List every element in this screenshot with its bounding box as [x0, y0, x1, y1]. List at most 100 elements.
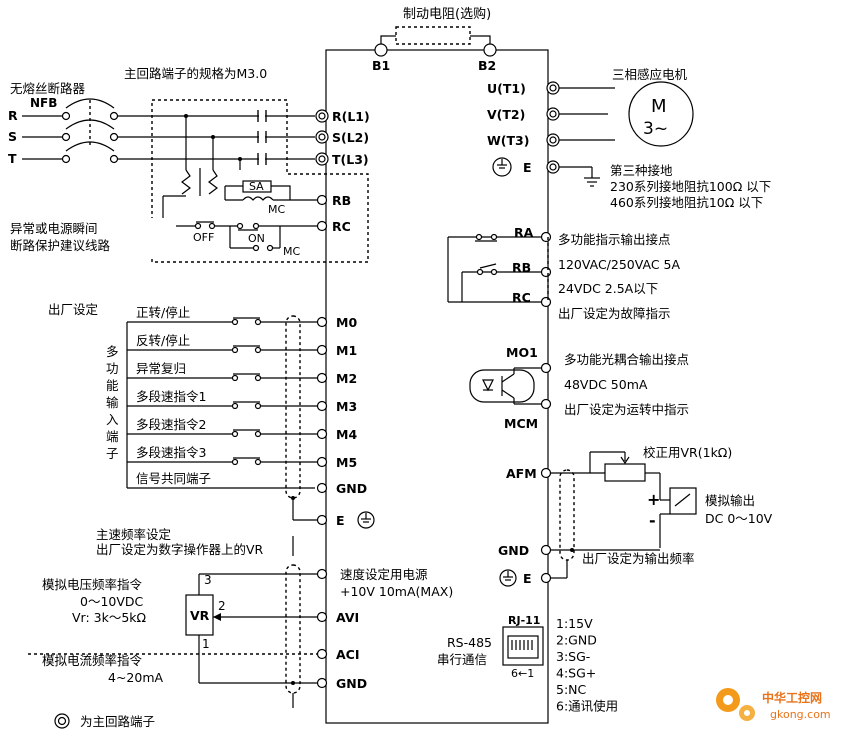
input-terminal	[316, 372, 328, 384]
drive-body	[325, 49, 549, 724]
mo1-label: MO1	[506, 345, 538, 360]
grounding-title: 第三种接地	[610, 163, 673, 178]
relay-output: RA RB RC 多功能指示输出接点 120VAC/250VAC 5A 24VD…	[447, 225, 680, 321]
rc-label: RC	[332, 219, 351, 234]
relay-rb-label: RB	[512, 260, 531, 275]
earth-symbol	[492, 157, 512, 177]
off-label: OFF	[193, 231, 214, 244]
analog-shield	[559, 469, 575, 561]
calibration-vr	[604, 463, 646, 482]
motor-symbol	[628, 81, 694, 147]
vertical-label-char: 功	[106, 361, 119, 376]
vertical-label-char: 子	[106, 446, 119, 461]
mc-coil-label: MC	[268, 203, 285, 216]
comm-section: RJ-11 6←1 RS-485 串行通信 1:15V2:GND3:SG-4:S…	[437, 614, 618, 714]
b2-terminal	[483, 43, 497, 57]
vr-box-label: VR	[190, 608, 210, 623]
input-terminal	[316, 400, 328, 412]
input-terminal	[316, 316, 328, 328]
input-gnd-terminal	[316, 482, 328, 494]
afm-terminal	[540, 467, 552, 479]
vertical-label-char: 多	[106, 344, 119, 359]
relay-line3: 24VDC 2.5A以下	[558, 281, 658, 296]
mo1-terminal	[540, 362, 552, 374]
photo-line3: 出厂设定为运转中指示	[564, 402, 689, 417]
phase-s: S	[8, 129, 17, 144]
on-label: ON	[248, 232, 265, 245]
vr-label: 校正用VR(1kΩ)	[643, 445, 732, 460]
b1-label: B1	[372, 58, 390, 73]
common-terminal-label: 信号共同端子	[136, 471, 211, 486]
grounding-line1: 230系列接地阻抗100Ω 以下	[610, 179, 771, 194]
input-terminal	[316, 456, 328, 468]
grounding-note: 第三种接地 230系列接地阻抗100Ω 以下 460系列接地阻抗10Ω 以下	[610, 163, 771, 210]
current-range: 4~20mA	[108, 670, 164, 685]
voltage-range: 0～10VDC	[80, 594, 144, 609]
relay-rc-label: RC	[512, 290, 531, 305]
grounding-line2: 460系列接地阻抗10Ω 以下	[610, 195, 763, 210]
spec-note: 主回路端子的规格为M3.0	[124, 66, 267, 81]
supply-terminal	[316, 568, 328, 580]
photo-line2: 48VDC 50mA	[564, 377, 648, 392]
afm-label: AFM	[506, 466, 537, 481]
comm-pin: 6:通讯使用	[556, 699, 618, 714]
mc-contact-label: MC	[283, 245, 300, 258]
brake-resistor: 制动电阻(选购) B1 B2	[372, 6, 497, 73]
speed-line1: 主速频率设定	[96, 527, 171, 542]
brake-resistor-box	[395, 26, 471, 45]
analog-gnd-label: GND	[498, 543, 529, 558]
rj11-label: RJ-11	[508, 614, 540, 627]
legend: 为主回路端子	[54, 713, 155, 729]
input-shield	[285, 315, 301, 499]
sa-label: SA	[249, 180, 264, 193]
r-l1-label: R(L1)	[332, 109, 370, 124]
watermark-cn: 中华工控网	[762, 690, 822, 705]
comm-pin: 1:15V	[556, 616, 593, 631]
rs485-label: RS-485	[447, 635, 492, 650]
input-function-label: 多段速指令3	[136, 445, 206, 460]
analog-plus: +	[647, 490, 660, 509]
vertical-label-char: 入	[106, 412, 119, 427]
input-function-label: 多段速指令2	[136, 417, 206, 432]
nfb-label: NFB	[30, 96, 57, 110]
input-terminal	[316, 428, 328, 440]
relay-ra-label: RA	[514, 225, 534, 240]
motor-3phase: 3~	[643, 119, 668, 139]
s-l2-label: S(L2)	[332, 130, 369, 145]
b2-label: B2	[478, 58, 496, 73]
photo-line1: 多功能光耦合输出接点	[564, 352, 689, 367]
comm-pin: 4:SG+	[556, 666, 596, 681]
aci-label: ACI	[336, 647, 360, 662]
avi-label: AVI	[336, 610, 359, 625]
serial-label: 串行通信	[437, 652, 487, 667]
rc-terminal	[316, 220, 328, 232]
protection-note-1: 异常或电源瞬间	[10, 221, 98, 236]
input-terminal-label: M0	[336, 315, 357, 330]
comm-pin: 3:SG-	[556, 649, 590, 664]
phase-t: T	[8, 151, 17, 166]
analog-note: 出厂设定为输出频率	[582, 551, 695, 566]
rb-terminal	[316, 194, 328, 206]
analog-output: AFM 校正用VR(1kΩ) + - 模拟输出 DC 0～10V GND E 出…	[498, 445, 773, 587]
optocoupler	[469, 369, 535, 403]
avi-terminal	[316, 611, 328, 623]
vr-pin1: 1	[202, 637, 210, 651]
mcm-label: MCM	[504, 416, 538, 431]
watermark-url: gkong.com	[770, 708, 831, 721]
protection-note-2: 断路保护建议线路	[10, 238, 111, 253]
legend-text: 为主回路端子	[80, 714, 155, 729]
voltage-cmd: 模拟电压频率指令	[42, 577, 143, 592]
main-input-section: 无熔丝断路器 主回路端子的规格为M3.0 NFB R S T	[8, 66, 370, 168]
input-terminal-label: M5	[336, 455, 357, 470]
photocoupler-output: MO1 MCM 多功能光耦合输出接点 48VDC 50mA 出厂设定为运转中指示	[469, 345, 689, 431]
relay-line4: 出厂设定为故障指示	[558, 306, 671, 321]
relay-line2: 120VAC/250VAC 5A	[558, 257, 680, 272]
vertical-label-char: 输	[106, 395, 119, 410]
